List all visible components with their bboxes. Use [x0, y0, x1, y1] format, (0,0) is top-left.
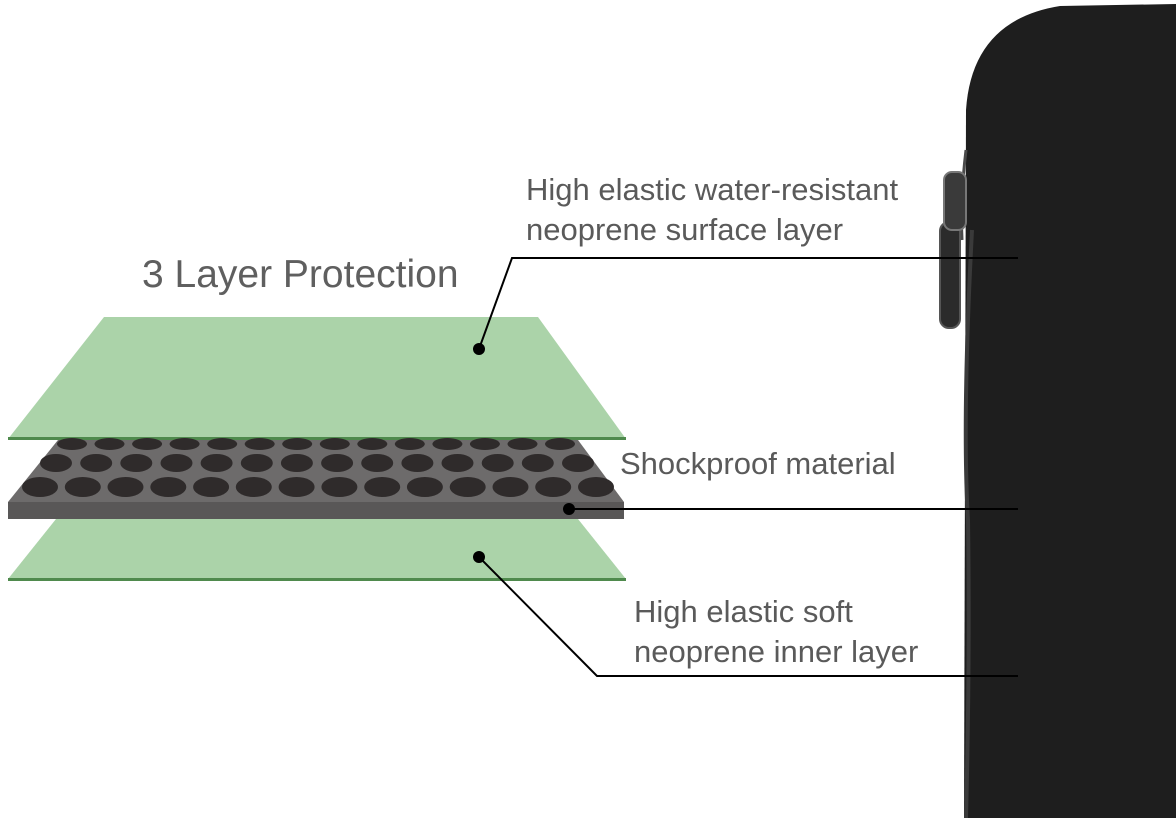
shockproof-dot [240, 454, 273, 472]
surface-layer [8, 317, 626, 440]
shockproof-dot [578, 477, 614, 497]
sleeve [939, 4, 1176, 819]
shockproof-dots [22, 438, 614, 497]
shockproof-dot [521, 454, 554, 472]
shockproof-dot [150, 477, 187, 497]
shockproof-dot [469, 438, 500, 450]
shockproof-dot [40, 454, 72, 472]
shockproof-dot [94, 438, 125, 450]
surface-layer-plate [8, 317, 626, 439]
label-shock-line-1: Shockproof material [620, 446, 896, 481]
leader-surface-dot [473, 343, 485, 355]
shockproof-dot [80, 454, 113, 472]
shockproof-dot [357, 438, 388, 450]
surface-layer-edge [8, 437, 626, 440]
shockproof-dot [120, 454, 153, 472]
shockproof-dot [160, 454, 193, 472]
sleeve-zipper [963, 229, 974, 819]
shockproof-dot [394, 438, 425, 450]
shockproof-dot [319, 438, 350, 450]
shockproof-dot [364, 477, 401, 497]
shockproof-dot [235, 477, 272, 497]
leader-inner [478, 556, 1018, 677]
inner-layer [8, 519, 626, 581]
shockproof-dot [244, 438, 275, 450]
shockproof-dot [207, 438, 238, 450]
shockproof-layer-side [8, 502, 624, 519]
shockproof-dot [193, 477, 230, 497]
shockproof-dot [321, 477, 358, 497]
shockproof-layer [8, 438, 624, 519]
label-inner-line-1: High elastic soft [634, 594, 853, 629]
label-surface-line-1: High elastic water-resistant [526, 172, 899, 207]
label-surface-line-2: neoprene surface layer [526, 212, 844, 247]
label-inner-layer: High elastic soft neoprene inner layer [634, 592, 918, 672]
label-surface-layer: High elastic water-resistant neoprene su… [526, 170, 898, 250]
shockproof-dot [107, 477, 144, 497]
leader-shock-dot [563, 503, 575, 515]
sleeve-body [964, 4, 1176, 818]
shockproof-dot [282, 438, 313, 450]
shockproof-dot [64, 477, 101, 497]
leaders [478, 257, 1018, 677]
inner-layer-plate [8, 519, 626, 579]
inner-layer-edge [8, 578, 626, 581]
shockproof-dot [441, 454, 474, 472]
shockproof-dot [507, 438, 538, 450]
shockproof-dot [481, 454, 514, 472]
shockproof-dot [562, 454, 594, 472]
label-inner-line-2: neoprene inner layer [634, 634, 919, 669]
shockproof-dot [545, 438, 575, 450]
leader-surface [478, 257, 1018, 350]
shockproof-dot [280, 454, 313, 472]
shockproof-dot [22, 477, 58, 497]
shockproof-dot [432, 438, 463, 450]
shockproof-dot [321, 454, 354, 472]
shockproof-dot [57, 438, 87, 450]
shockproof-dot [406, 477, 443, 497]
shockproof-dot [492, 477, 529, 497]
zipper-slider [943, 171, 967, 231]
shockproof-dot [361, 454, 394, 472]
shockproof-dot [278, 477, 315, 497]
zipper-pull [939, 221, 961, 329]
shockproof-dot [132, 438, 163, 450]
shockproof-dot [535, 477, 572, 497]
leader-inner-dot [473, 551, 485, 563]
shockproof-dot [449, 477, 486, 497]
shockproof-dot [169, 438, 200, 450]
diagram-title: 3 Layer Protection [142, 253, 459, 296]
shockproof-dot [401, 454, 434, 472]
label-shockproof-layer: Shockproof material [620, 444, 896, 484]
shockproof-dot [200, 454, 233, 472]
